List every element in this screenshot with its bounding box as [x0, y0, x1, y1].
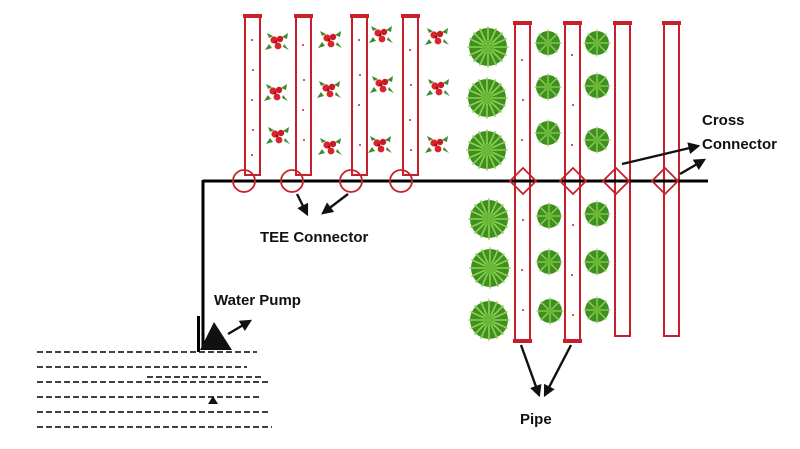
shrub-icon — [534, 119, 562, 147]
rose-icon — [265, 33, 289, 50]
water-pump-icon — [197, 316, 232, 352]
arrow-pipe-1 — [519, 344, 542, 398]
shrub-icon — [534, 29, 562, 57]
shrub-icon — [583, 126, 611, 154]
shrub-icon — [466, 129, 508, 171]
tee-connectors — [232, 169, 413, 193]
arrow-cross-1 — [621, 142, 701, 166]
shrub-icon — [583, 29, 611, 57]
shrub-icon — [535, 202, 563, 230]
roses-group — [264, 26, 450, 155]
arrow-pump — [227, 319, 253, 336]
shrub-icon — [536, 297, 564, 325]
tee-connector — [280, 169, 304, 193]
shrub-icon — [469, 247, 511, 289]
rose-icon — [425, 28, 449, 45]
arrow-tee-1 — [295, 193, 309, 217]
small-marker-icon — [208, 396, 218, 404]
shrub-icon — [583, 296, 611, 324]
rose-icon — [264, 84, 288, 101]
shrub-icon — [468, 299, 510, 341]
shrub-icon — [468, 198, 510, 240]
rose-icon — [318, 138, 342, 155]
rose-icon — [369, 26, 393, 43]
tee-connector — [232, 169, 256, 193]
rose-icon — [368, 136, 392, 153]
rose-icon — [425, 136, 449, 153]
shrub-icon — [583, 200, 611, 228]
arrow-tee-2 — [321, 193, 349, 215]
cross-connector-label-line1: Cross — [702, 112, 745, 129]
drip-dots — [251, 39, 412, 156]
cross-connector — [558, 166, 588, 196]
main-supply-line — [201, 179, 708, 350]
shrub-icon — [535, 248, 563, 276]
shrub-icon — [583, 72, 611, 100]
cross-connector — [650, 166, 680, 196]
rose-icon — [266, 127, 290, 144]
arrow-cross-2 — [679, 158, 707, 176]
cross-connector-label-line2: Connector — [702, 136, 777, 153]
shrub-icon — [534, 73, 562, 101]
rose-icon — [370, 76, 394, 93]
pipe-end-caps-right — [513, 21, 681, 343]
shrubs-group — [466, 26, 611, 341]
rose-icon — [317, 81, 341, 98]
drip-dots-right — [521, 54, 574, 316]
pipe — [402, 16, 419, 176]
pipe-label: Pipe — [520, 411, 552, 428]
rose-icon — [318, 31, 342, 48]
shrub-icon — [466, 77, 508, 119]
pipe — [295, 16, 312, 176]
cross-connectors — [508, 166, 680, 196]
tee-connector — [389, 169, 413, 193]
shrub-icon — [467, 26, 509, 68]
callout-arrows — [227, 142, 707, 398]
cross-connector — [508, 166, 538, 196]
water-reservoir — [37, 351, 272, 428]
shrub-icon — [583, 248, 611, 276]
tee-connector — [339, 169, 363, 193]
rose-icon — [426, 79, 450, 96]
water-pump-label: Water Pump — [214, 292, 301, 309]
cross-connector — [601, 166, 631, 196]
tee-connector-label: TEE Connector — [260, 229, 369, 246]
arrow-pipe-2 — [543, 344, 573, 398]
